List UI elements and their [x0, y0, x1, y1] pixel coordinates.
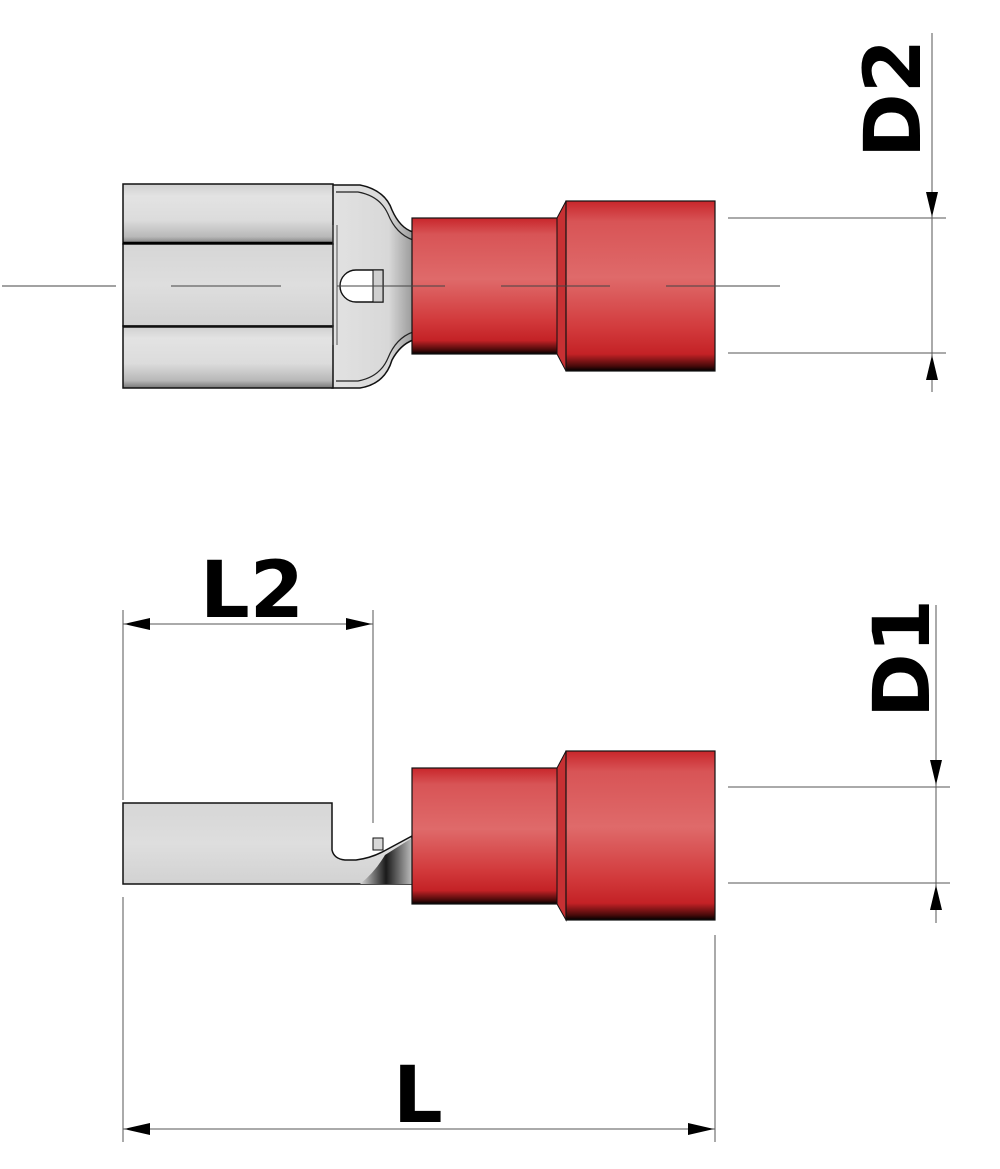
arrow-left-icon — [124, 618, 150, 630]
l2-label: L2 — [200, 546, 304, 636]
d2-label: D2 — [849, 39, 939, 158]
l-dimension: L — [122, 897, 716, 1142]
side-view-insulation-small — [411, 767, 559, 905]
side-view-insulation-large — [565, 750, 716, 921]
top-view — [2, 183, 780, 389]
arrow-down-icon — [930, 760, 942, 785]
arrow-up-icon — [926, 355, 938, 380]
d1-label: D1 — [858, 599, 948, 718]
d2-dimension: D2 — [728, 33, 946, 392]
arrow-right-icon — [346, 618, 372, 630]
arrow-right-icon — [688, 1123, 714, 1135]
arrow-up-icon — [930, 885, 942, 910]
d1-dimension: D1 — [728, 599, 950, 923]
arrow-left-icon — [124, 1123, 150, 1135]
top-view-receptacle — [122, 183, 338, 389]
side-view-tab — [122, 802, 413, 885]
arrow-down-icon — [926, 192, 938, 217]
side-view — [122, 750, 716, 922]
l2-dimension: L2 — [122, 546, 374, 823]
l-label: L — [393, 1051, 443, 1141]
